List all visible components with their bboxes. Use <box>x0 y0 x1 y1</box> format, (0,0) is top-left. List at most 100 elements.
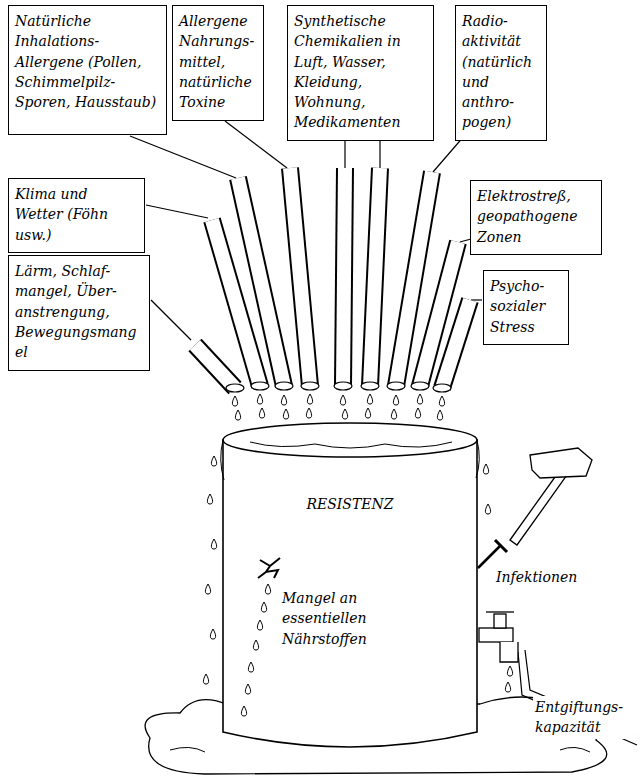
leak-drop <box>248 662 253 672</box>
pipe-fill <box>290 168 310 386</box>
drop <box>207 494 212 504</box>
box-text: Klima und Wetter (Föhn usw.) <box>15 184 138 245</box>
drop <box>415 408 420 418</box>
callout-label: Infektionen <box>494 566 582 588</box>
drop <box>507 666 512 676</box>
pipe-outline <box>442 300 470 388</box>
drop <box>211 456 216 466</box>
drop <box>439 396 444 406</box>
box-text: Elektrostreß, geopathogene Zonen <box>477 186 595 247</box>
pipe-opening <box>334 382 352 390</box>
leak-drop <box>245 684 250 694</box>
drop <box>367 394 372 404</box>
faucet-handle <box>494 614 506 628</box>
drop <box>485 504 490 514</box>
faucet <box>479 612 518 662</box>
leader-line <box>225 121 287 168</box>
barrel: RESISTENZ Mangel an essentiellen Nährstof… <box>220 420 480 760</box>
drop <box>340 395 345 405</box>
drop <box>283 409 288 419</box>
leader-line <box>130 136 236 178</box>
callout-label: Entgiftungs- kapazität <box>533 696 637 739</box>
box-text: Synthetische Chemikalien in Luft, Wasser… <box>294 11 427 133</box>
drop <box>210 629 215 639</box>
hammer-handle <box>510 470 567 545</box>
pipe-opening <box>226 384 244 392</box>
pipe-fill <box>370 168 380 386</box>
drop <box>483 464 488 474</box>
leak-drop <box>265 584 270 594</box>
stressor-box: Lärm, Schlaf- mangel, Über- anstrengung,… <box>8 255 150 371</box>
barrel-title: RESISTENZ <box>220 494 480 514</box>
pipe-opening <box>387 382 405 390</box>
faucet-handle-bar <box>486 611 514 612</box>
pipe-outline <box>290 168 310 386</box>
drop <box>259 408 264 418</box>
stressor-box: Synthetische Chemikalien in Luft, Wasser… <box>287 5 434 141</box>
drop <box>307 394 312 404</box>
barrel-crack <box>258 558 280 578</box>
drop <box>306 408 311 418</box>
pipe-opening <box>301 382 319 390</box>
pipe-fill <box>195 345 235 388</box>
overflow-stream <box>221 440 480 480</box>
nail <box>478 546 500 568</box>
stressor-box: Radio- aktivität (natürlich und anthro- … <box>455 5 547 141</box>
drop <box>232 396 237 406</box>
puddle-ripple <box>170 747 590 752</box>
stressor-box: Natürliche Inhalations- Allergene (Polle… <box>8 5 167 135</box>
faucet-body <box>479 628 513 642</box>
stressor-box: Allergene Nahrungs- mittel, natürliche T… <box>172 5 264 121</box>
pipe-opening <box>433 384 451 392</box>
leader-line <box>471 299 482 300</box>
faucet-spout <box>500 642 518 662</box>
nail-head <box>495 540 507 552</box>
box-text: Lärm, Schlaf- mangel, Über- anstrengung,… <box>15 261 143 362</box>
leak-drop <box>253 640 258 650</box>
water-surface <box>250 442 452 448</box>
stressor-box: Klima und Wetter (Föhn usw.) <box>8 178 145 253</box>
pipes <box>195 168 470 388</box>
drop <box>205 584 210 594</box>
barrel-rim <box>223 423 477 457</box>
hammer-head <box>530 448 592 478</box>
stressor-box: Psycho- sozialer Stress <box>483 270 569 345</box>
pipe-fill <box>343 168 345 386</box>
drop <box>391 409 396 419</box>
box-text: Natürliche Inhalations- Allergene (Polle… <box>15 11 160 112</box>
drop <box>437 410 442 420</box>
drop <box>211 539 216 549</box>
pipe-outline <box>195 345 235 388</box>
drop <box>281 395 286 405</box>
leak-drop <box>261 602 266 612</box>
leak-drop <box>241 706 246 716</box>
drop <box>235 410 240 420</box>
stressor-box: Elektrostreß, geopathogene Zonen <box>470 180 602 255</box>
pipe-openings <box>226 382 451 392</box>
pipe-opening <box>361 382 379 390</box>
drop <box>203 674 208 684</box>
pipe-fill <box>238 178 284 386</box>
pipe-outline <box>238 178 284 386</box>
drop <box>342 409 347 419</box>
box-text: Allergene Nahrungs- mittel, natürliche T… <box>179 11 257 112</box>
leader-line <box>151 300 191 340</box>
drop <box>417 394 422 404</box>
pipe-opening <box>251 382 269 390</box>
drop <box>505 682 510 692</box>
box-text: Psycho- sozialer Stress <box>490 276 562 337</box>
pipe-outline <box>370 168 380 386</box>
pipe-outline <box>343 168 345 386</box>
barrel-note: Mangel an essentiellen Nährstoffen <box>282 588 410 649</box>
drop <box>257 394 262 404</box>
barrel-body <box>223 440 477 747</box>
leak-drop <box>257 620 262 630</box>
drain-pipe <box>518 650 637 745</box>
hammer-and-nail <box>478 448 592 568</box>
pipe-opening <box>411 382 429 390</box>
pipe-fill <box>442 300 470 388</box>
leader-line <box>146 205 208 218</box>
pipe-opening <box>275 382 293 390</box>
drop <box>365 408 370 418</box>
